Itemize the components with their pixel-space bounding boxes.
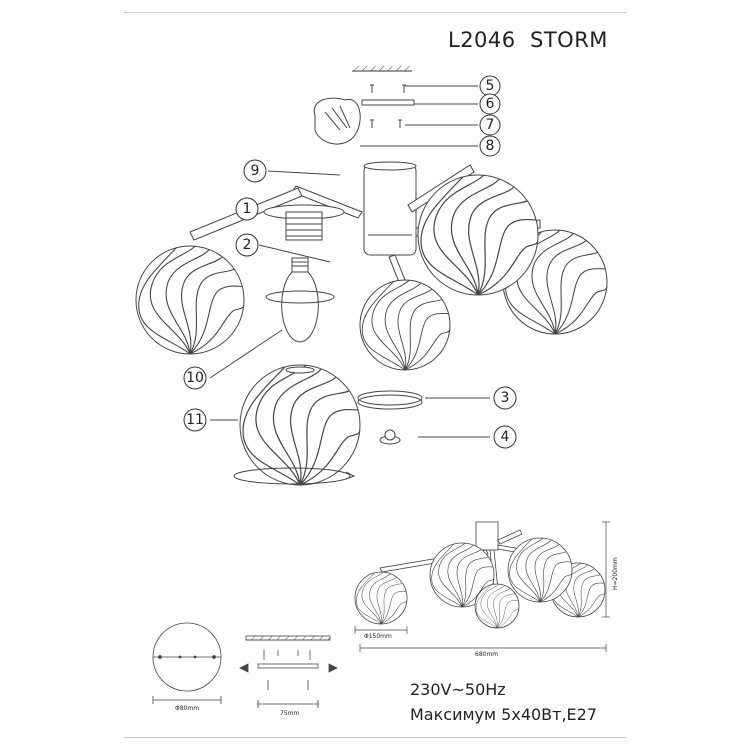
callout-7: 7: [486, 117, 495, 133]
glass-globe-right-front: [417, 174, 539, 296]
callout-8: 8: [486, 138, 495, 154]
mount-detail: [239, 635, 338, 708]
glass-globe-center: [359, 279, 451, 371]
wire-connector-detail: [313, 97, 361, 145]
callout-9: 9: [251, 163, 260, 179]
callout-3: 3: [501, 390, 510, 406]
top-border: [124, 12, 626, 13]
model-name: STORM: [530, 28, 608, 52]
central-canopy: [363, 161, 417, 256]
decorative-disc: [357, 390, 423, 410]
callout-1: 1: [243, 201, 252, 217]
socket-holder: [263, 204, 345, 241]
callout-11: 11: [186, 412, 204, 428]
product-title: L2046 STORM: [448, 28, 608, 52]
callout-markers: [183, 75, 517, 449]
finial-nut: [379, 429, 401, 445]
light-bulb: [265, 257, 335, 343]
dimension-globes: [354, 537, 606, 629]
canopy-diameter-label: Φ80mm: [175, 705, 199, 712]
callout-2: 2: [243, 237, 252, 253]
canopy-top-view: [152, 622, 222, 704]
glass-globe-exploded: [233, 364, 361, 486]
callout-5: 5: [486, 78, 495, 94]
model-number: L2046: [448, 28, 516, 52]
mounting-hardware: [361, 84, 415, 128]
dimension-lines: [354, 521, 610, 652]
ceiling-hatch: [352, 66, 412, 72]
total-width-label: 680mm: [475, 651, 498, 658]
callout-6: 6: [486, 96, 495, 112]
mount-width-label: 75mm: [280, 710, 299, 717]
callout-10: 10: [186, 370, 204, 386]
voltage-spec: 230V~50Hz: [410, 680, 506, 699]
globe-diameter-label: Φ150mm: [364, 633, 392, 640]
power-spec: Максимум 5x40Вт,E27: [410, 705, 598, 724]
glass-globe-left: [135, 245, 245, 355]
callout-4: 4: [501, 429, 510, 445]
bottom-border: [124, 737, 626, 738]
total-height-label: H=200mm: [612, 557, 619, 590]
